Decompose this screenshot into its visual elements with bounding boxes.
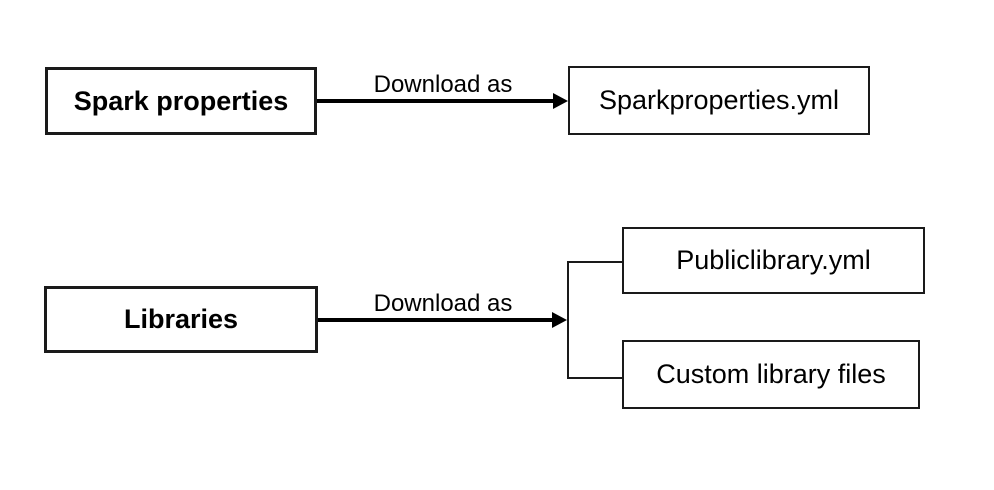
arrowhead-icon bbox=[552, 312, 567, 328]
node-custom-library-files: Custom library files bbox=[622, 340, 920, 409]
arrow-line bbox=[318, 318, 552, 322]
node-publiclibrary-yml: Publiclibrary.yml bbox=[622, 227, 925, 294]
node-spark-properties: Spark properties bbox=[45, 67, 317, 135]
node-label: Custom library files bbox=[656, 359, 886, 389]
node-label: Spark properties bbox=[73, 85, 289, 116]
arrow-line bbox=[317, 99, 555, 103]
branch-top-line bbox=[567, 261, 622, 263]
edge-label: Download as bbox=[373, 71, 513, 98]
node-label: Publiclibrary.yml bbox=[676, 245, 871, 275]
node-label: Sparkproperties.yml bbox=[598, 85, 840, 115]
edge-label: Download as bbox=[373, 290, 513, 317]
node-label: Libraries bbox=[123, 304, 239, 334]
node-libraries: Libraries bbox=[44, 286, 318, 353]
branch-bottom-line bbox=[567, 377, 622, 379]
arrowhead-icon bbox=[553, 93, 568, 109]
node-sparkproperties-yml: Sparkproperties.yml bbox=[568, 66, 870, 135]
branch-vertical-line bbox=[567, 261, 569, 379]
